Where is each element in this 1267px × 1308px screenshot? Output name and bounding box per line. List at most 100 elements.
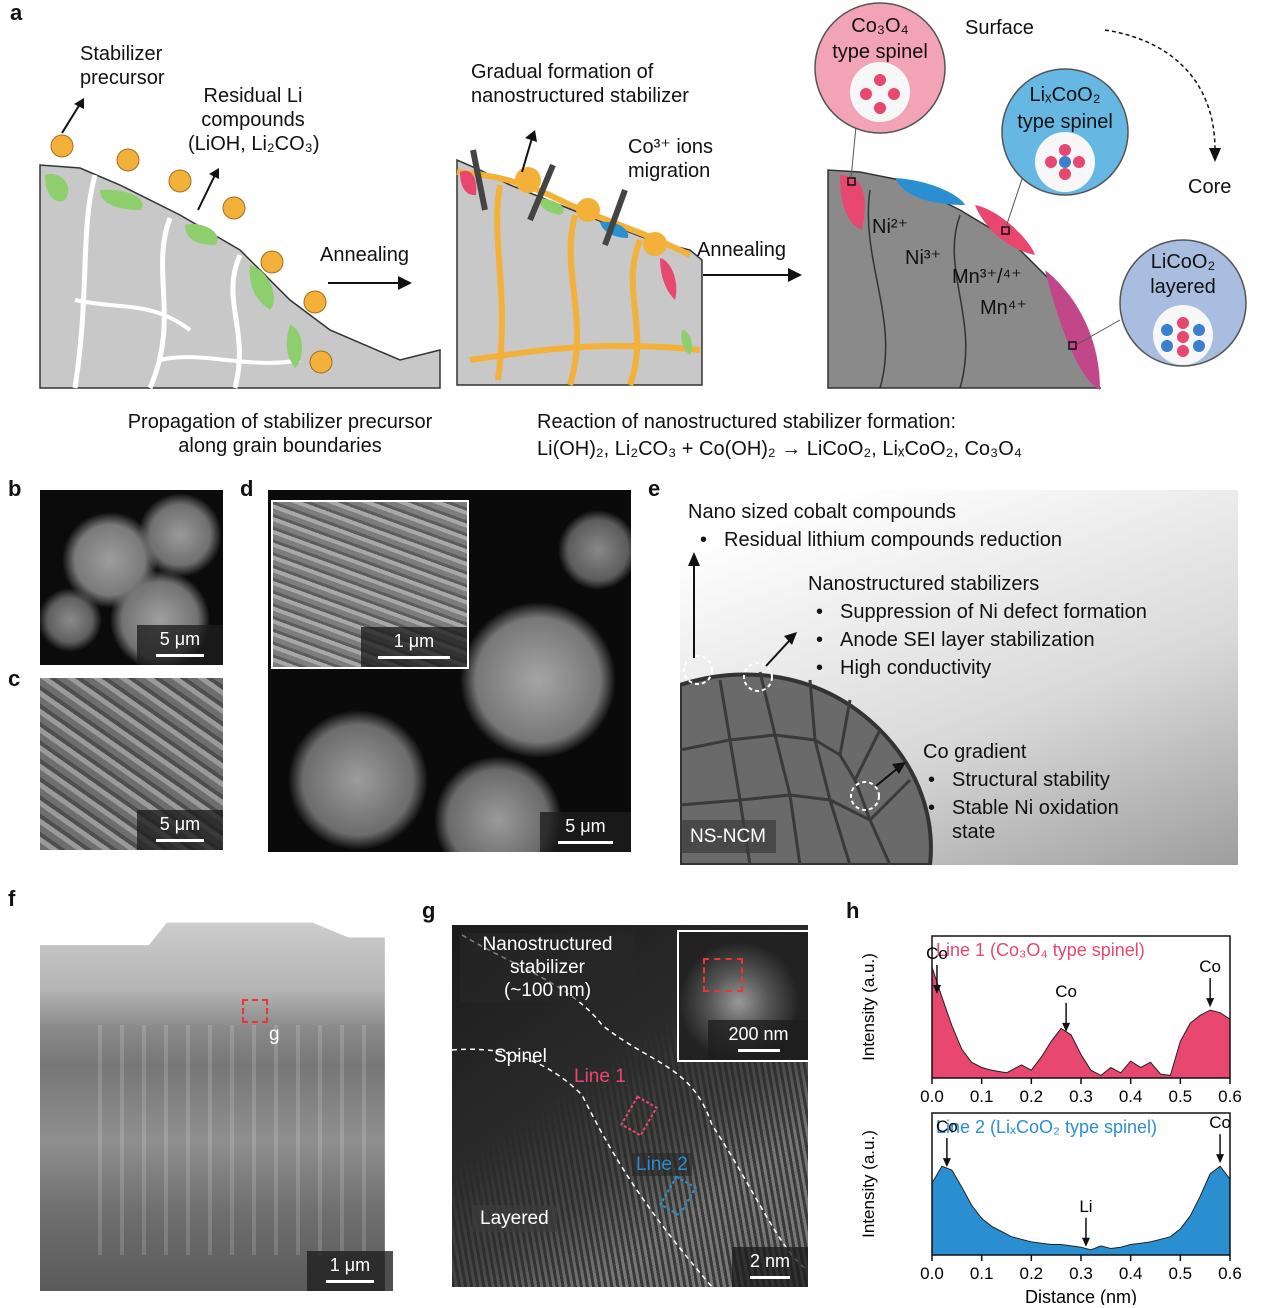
sem-image-b: 5 μm bbox=[40, 490, 223, 665]
y-axis-label-2: Intensity (a.u.) bbox=[859, 1130, 878, 1238]
e-bullet-3-1: Structural stability bbox=[928, 768, 1110, 792]
panel-a-diagram bbox=[39, 2, 1247, 390]
grains-step2 bbox=[456, 158, 703, 387]
scale-label-b: 5 μm bbox=[159, 629, 201, 649]
panel-b-label: b bbox=[8, 476, 22, 501]
x-tick-label-1-1: 0.1 bbox=[970, 1087, 994, 1106]
panel-f-label: f bbox=[8, 886, 16, 911]
ns-ncm-particle bbox=[680, 552, 933, 865]
caption-left: Propagation of stabilizer precursor alon… bbox=[127, 411, 433, 457]
x-axis-label-2: Distance (nm) bbox=[1025, 1287, 1137, 1305]
y-axis-label-1: Intensity (a.u.) bbox=[859, 953, 878, 1061]
sem-image-c: 5 μm bbox=[40, 678, 223, 850]
scale-label-d-inset: 1 μm bbox=[393, 631, 435, 651]
licoo2-bubble-sub: layered bbox=[1150, 276, 1216, 298]
co3o4-bubble-sub: type spinel bbox=[832, 41, 928, 63]
annotation-arrowhead-2-0 bbox=[942, 1158, 951, 1168]
e-bullet-1-1: Residual lithium compounds reduction bbox=[700, 528, 1062, 552]
inset-d: 1 μm bbox=[271, 500, 469, 669]
x-tick-label-1-4: 0.4 bbox=[1119, 1087, 1143, 1106]
annotation-2-2: Co bbox=[1209, 1113, 1231, 1132]
x-tick-label-1-0: 0.0 bbox=[920, 1087, 944, 1106]
scale-label-d: 5 μm bbox=[565, 816, 606, 836]
annotation-arrowhead-2-2 bbox=[1216, 1154, 1225, 1164]
x-tick-label-1-6: 0.6 bbox=[1218, 1087, 1242, 1106]
scale-bar-g: 2 nm bbox=[732, 1247, 808, 1287]
scale-bar-d-inset: 1 μm bbox=[361, 627, 467, 667]
sem-image-d: 1 μm 5 μm bbox=[268, 490, 631, 852]
x-tick-label-1-5: 0.5 bbox=[1169, 1087, 1193, 1106]
ni3-label: Ni³⁺ bbox=[905, 247, 942, 269]
annotation-1-2: Co bbox=[1199, 957, 1221, 976]
chart-title-1: Line 1 (Co₃O₄ type spinel) bbox=[936, 940, 1145, 960]
ni2-label: Ni²⁺ bbox=[872, 216, 909, 238]
annotation-arrowhead-1-0 bbox=[932, 985, 941, 995]
x-tick-label-2-4: 0.4 bbox=[1119, 1264, 1143, 1283]
tem-image-f: g 1 μm bbox=[40, 915, 403, 1291]
mn34-label: Mn³⁺/⁴⁺ bbox=[952, 266, 1022, 288]
scale-bar-f: 1 μm bbox=[307, 1251, 393, 1291]
panel-c-label: c bbox=[8, 666, 21, 691]
series-area-2 bbox=[931, 1165, 1231, 1256]
grains-step3 bbox=[827, 169, 1102, 390]
x-tick-label-2-6: 0.6 bbox=[1218, 1264, 1242, 1283]
x-tick-label-2-3: 0.3 bbox=[1069, 1264, 1093, 1283]
annotation-arrowhead-2-1 bbox=[1081, 1237, 1090, 1247]
caption-right-1: Reaction of nanostructured stabilizer fo… bbox=[537, 411, 957, 433]
chart-title-2: Line 2 (LiₓCoO₂ type spinel) bbox=[936, 1117, 1157, 1137]
core-label: Core bbox=[1188, 176, 1232, 198]
scale-bar-b: 5 μm bbox=[137, 625, 223, 665]
annotation-arrowhead-1-2 bbox=[1206, 998, 1215, 1008]
annealing-label-1: Annealing bbox=[320, 244, 409, 266]
g-inset-box bbox=[703, 958, 743, 992]
scale-bar-g-inset: 200 nm bbox=[708, 1020, 808, 1060]
scale-label-c: 5 μm bbox=[159, 814, 201, 834]
panel-g-label: g bbox=[422, 898, 436, 923]
g-region-box bbox=[242, 999, 268, 1023]
x-tick-label-1-2: 0.2 bbox=[1020, 1087, 1044, 1106]
e-heading-2: Nanostructured stabilizers bbox=[808, 573, 1040, 595]
stabilizer-precursor-label: Stabilizer precursor bbox=[80, 43, 165, 89]
x-tick-label-2-2: 0.2 bbox=[1020, 1264, 1044, 1283]
panel-h-label: h bbox=[846, 898, 860, 923]
x-tick-label-2-5: 0.5 bbox=[1169, 1264, 1193, 1283]
e-bullet-2-2: Anode SEI layer stabilization bbox=[816, 628, 1095, 652]
e-bullet-2-3: High conductivity bbox=[816, 656, 991, 680]
g-marker-label: g bbox=[269, 1024, 280, 1045]
panel-h-charts: Line 1 (Co₃O₄ type spinel) Intensity (a.u… bbox=[859, 935, 1242, 1305]
panel-a-label: a bbox=[10, 0, 23, 25]
x-tick-label-1-3: 0.3 bbox=[1069, 1087, 1093, 1106]
panel-e-box: Nano sized cobalt compounds Residual lit… bbox=[680, 490, 1238, 865]
gradual-formation-label: Gradual formation of nanostructured stab… bbox=[471, 61, 689, 107]
precursor-particles bbox=[50, 134, 333, 374]
tem-image-g: Nanostructured stabilizer (~100 nm) Spin… bbox=[452, 925, 808, 1287]
g-spinel-label: Spinel bbox=[494, 1046, 547, 1067]
caption-right-2: Li(OH)₂, Li₂CO₃ + Co(OH)₂ → LiCoO₂, LiₓC… bbox=[537, 438, 1022, 460]
annotation-2-1: Li bbox=[1079, 1197, 1092, 1216]
ns-ncm-label: NS-NCM bbox=[680, 820, 776, 853]
scale-label-g-inset: 200 nm bbox=[728, 1024, 789, 1044]
co-ions-label: Co³⁺ ions migration bbox=[628, 136, 714, 182]
annotation-arrowhead-1-1 bbox=[1062, 1022, 1071, 1032]
panel-e-label: e bbox=[648, 476, 661, 501]
residual-li-label: Residual Li compounds bbox=[201, 85, 305, 131]
lixcoo2-bubble-title: LiₓCoO₂ bbox=[1029, 84, 1101, 106]
g-inset: 200 nm bbox=[677, 930, 808, 1062]
x-tick-label-2-0: 0.0 bbox=[920, 1264, 944, 1283]
residual-li-formula: (LiOH, Li₂CO₃) bbox=[188, 133, 320, 155]
e-bullet-3-2-dot: • bbox=[928, 797, 936, 819]
grains-step1 bbox=[39, 164, 441, 390]
g-stabilizer-label: Nanostructured stabilizer (~100 nm) bbox=[460, 933, 635, 1002]
surface-label: Surface bbox=[965, 17, 1034, 39]
x-tick-label-2-1: 0.1 bbox=[970, 1264, 994, 1283]
g-line1-label: Line 1 bbox=[574, 1066, 626, 1087]
annotation-1-1: Co bbox=[1055, 982, 1077, 1001]
scale-label-f: 1 μm bbox=[329, 1255, 371, 1275]
e-bullet-2-1: Suppression of Ni defect formation bbox=[816, 600, 1147, 624]
annotation-2-0: Co bbox=[936, 1117, 958, 1136]
scale-bar-d: 5 μm bbox=[540, 812, 631, 852]
annotation-1-0: Co bbox=[926, 944, 948, 963]
g-line2-label: Line 2 bbox=[632, 1153, 692, 1176]
annealing-label-2: Annealing bbox=[697, 239, 786, 261]
scale-label-g: 2 nm bbox=[749, 1251, 791, 1271]
